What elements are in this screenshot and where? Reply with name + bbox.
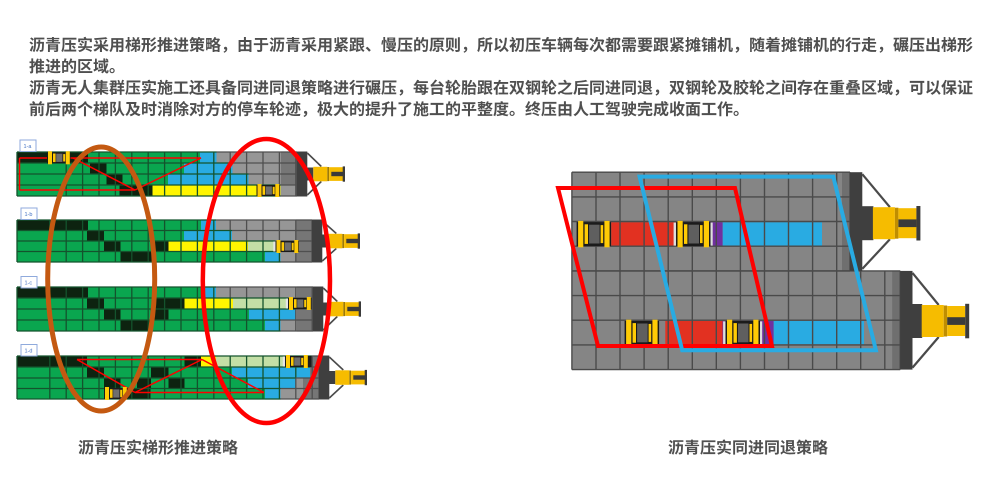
svg-text:1-b: 1-b (25, 212, 33, 218)
svg-text:1-d: 1-d (25, 349, 33, 355)
svg-text:1-a: 1-a (24, 144, 33, 150)
svg-text:1-c: 1-c (25, 281, 33, 287)
